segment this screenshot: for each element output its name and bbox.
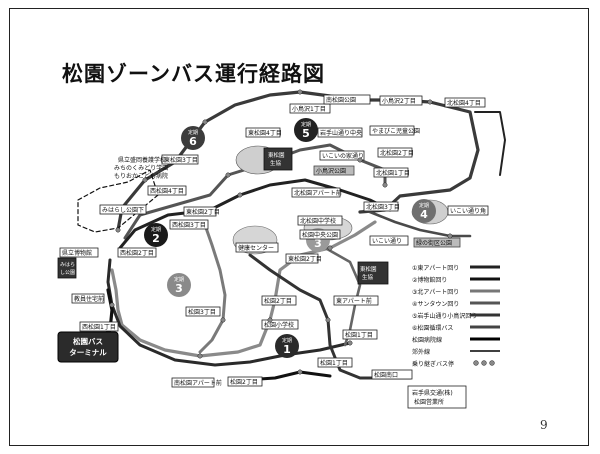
legend: ①東アパート回り ②博物館回り ③北アパート回り ④サンタウン回り ⑤岩手山通り…: [412, 264, 500, 368]
stop-kita-apt: 北松園アパート前: [294, 189, 342, 197]
stop-yamabiko: やまびこ児童公園: [372, 127, 420, 135]
stop-minami-apt: 南松園アパート前: [174, 379, 222, 387]
stop-ikoi-road: いこい通り: [372, 237, 402, 245]
route-lines: [77, 90, 506, 382]
stop-kotoriz1: 小鳥沢1丁目: [292, 105, 326, 113]
svg-text:1: 1: [283, 343, 291, 356]
route-badge-3-left: 定期 3: [167, 273, 191, 297]
school-list-2: みちのくみどり学園: [114, 164, 168, 172]
stop-matsuzono1: 松園1丁目: [320, 359, 348, 367]
svg-text:定期: 定期: [301, 121, 311, 128]
matsuzono-shop-2: 生協: [362, 273, 374, 281]
school-area-outline: [77, 169, 159, 233]
legend-7-label: 松園病院線: [412, 336, 442, 344]
stop-mikaen: 緑の街区公園: [416, 239, 452, 247]
legend-3-label: ③北アパート回り: [412, 288, 459, 296]
svg-text:定期: 定期: [188, 129, 198, 136]
legend-9-swatch-c: [489, 360, 495, 366]
svg-text:3: 3: [314, 237, 322, 250]
stop-shogakko: 松園小学校: [264, 321, 294, 329]
svg-text:2: 2: [152, 232, 160, 245]
park-2: し公園: [60, 270, 75, 276]
svg-text:3: 3: [175, 282, 183, 295]
stop-sumomo: みはらし公園下: [102, 207, 144, 214]
stop-matsuzono3: 松園3丁目: [188, 308, 216, 316]
route-badge-5: 定期 5: [294, 118, 318, 142]
legend-9-swatch-a: [473, 360, 479, 366]
school-list-1: 県立盛岡養護学校: [118, 156, 166, 164]
legend-9-swatch-b: [481, 360, 487, 366]
matsuzono-shop-1: 東松園: [360, 265, 377, 273]
stop-nishi3-top: 西松園3丁目: [172, 221, 206, 229]
svg-text:定期: 定期: [174, 276, 184, 283]
stop-labels: 東松園4丁目 東松園3丁目 西松園4丁目 東松園2丁目 西松園3丁目 西松園2丁…: [57, 94, 489, 409]
route-badge-2: 定期 2: [144, 223, 168, 247]
park-1: みはら: [60, 262, 75, 268]
page-title: 松園ゾーンバス運行経路図: [62, 62, 325, 86]
terminal-label-2: ターミナル: [69, 347, 107, 357]
stop-matsuzono1-east: 松園1丁目: [345, 331, 373, 339]
legend-6-label: ⑥松園循環バス: [412, 324, 453, 332]
svg-text:定期: 定期: [282, 337, 292, 344]
legend-5-label: ⑤岩手山通り小鳥沢回り: [412, 312, 477, 320]
stop-higashi3: 東松園3丁目: [164, 156, 198, 164]
stop-chuo: 松園中央公園: [302, 231, 338, 239]
stop-kotoriz2: 小鳥沢2丁目: [382, 97, 416, 105]
stop-nishi1: 西松園1丁目: [82, 323, 116, 331]
stop-sun-town: いこい通り角: [450, 207, 486, 215]
svg-text:5: 5: [302, 127, 310, 140]
route-badge-4: 定期 4: [412, 199, 436, 223]
stop-nishi2: 西松園2丁目: [120, 249, 154, 257]
route-east-line: [363, 208, 472, 238]
svg-text:6: 6: [189, 135, 197, 148]
northeast-line: [474, 111, 506, 176]
legend-1-label: ①東アパート回り: [412, 264, 459, 272]
page-number: 9: [540, 418, 548, 432]
legend-2-label: ②博物館回り: [412, 276, 447, 284]
stop-iwate-road: いこいの家通り: [322, 152, 364, 160]
svg-text:定期: 定期: [419, 202, 429, 209]
stop-kita-school: 北松園中学校: [300, 217, 336, 225]
stop-kotoriz-p: 小鳥沢公園: [316, 167, 346, 175]
stop-kita3: 北松園3丁目: [366, 203, 400, 211]
svg-text:定期: 定期: [151, 226, 161, 233]
stop-kita2: 北松園2丁目: [380, 149, 414, 157]
legend-8-label: 郊外線: [412, 348, 430, 356]
stop-higashi4: 東松園4丁目: [248, 129, 282, 137]
stop-office-2: 松園営業所: [414, 398, 444, 406]
higashi-coop-2: 生協: [270, 159, 282, 167]
stop-matsuzono2-upper: 松園2丁目: [264, 297, 292, 305]
transfer-stops: [109, 89, 453, 375]
stop-matsuzono2: 松園2丁目: [230, 378, 258, 386]
route-1-line: [106, 258, 352, 367]
stop-kenko: 健康センター: [238, 244, 274, 252]
stop-minami-p: 南松園公園: [326, 96, 356, 104]
stop-higashi2: 東松園2丁目: [186, 208, 220, 216]
stop-kyodo: 県立博物館: [62, 249, 92, 257]
route-badge-6: 定期 6: [181, 126, 205, 150]
stop-ikoi: 岩手山通り中央: [320, 129, 362, 137]
svg-text:4: 4: [420, 208, 428, 221]
legend-4-label: ④サンタウン回り: [412, 300, 459, 308]
terminal-label-1: 松園バス: [73, 336, 103, 346]
higashi-coop-1: 東松園: [268, 151, 285, 159]
route-2-line: [118, 178, 392, 250]
stop-office-1: 岩手県交通(株): [412, 389, 453, 397]
legend-9-label: 乗り継ぎバス停: [412, 360, 454, 368]
route-3b-line: [198, 223, 227, 354]
route-badge-1: 定期 1: [275, 334, 299, 358]
stop-north-ct: 北松園4丁目: [447, 99, 481, 107]
stop-nishi4: 西松園4丁目: [150, 187, 184, 195]
stop-morioka-ct: 松園南口: [374, 371, 398, 379]
school-list-3: もりおかこども病院: [114, 172, 168, 180]
stop-higashi-apt: 東アパート前: [336, 297, 372, 305]
stop-kyoiku: 教員住宅前: [74, 295, 104, 303]
bus-terminal: 松園バス ターミナル: [57, 331, 119, 363]
stop-higashi2b: 東松園2丁目: [288, 255, 322, 263]
stop-kita1: 北松園1丁目: [376, 169, 410, 177]
